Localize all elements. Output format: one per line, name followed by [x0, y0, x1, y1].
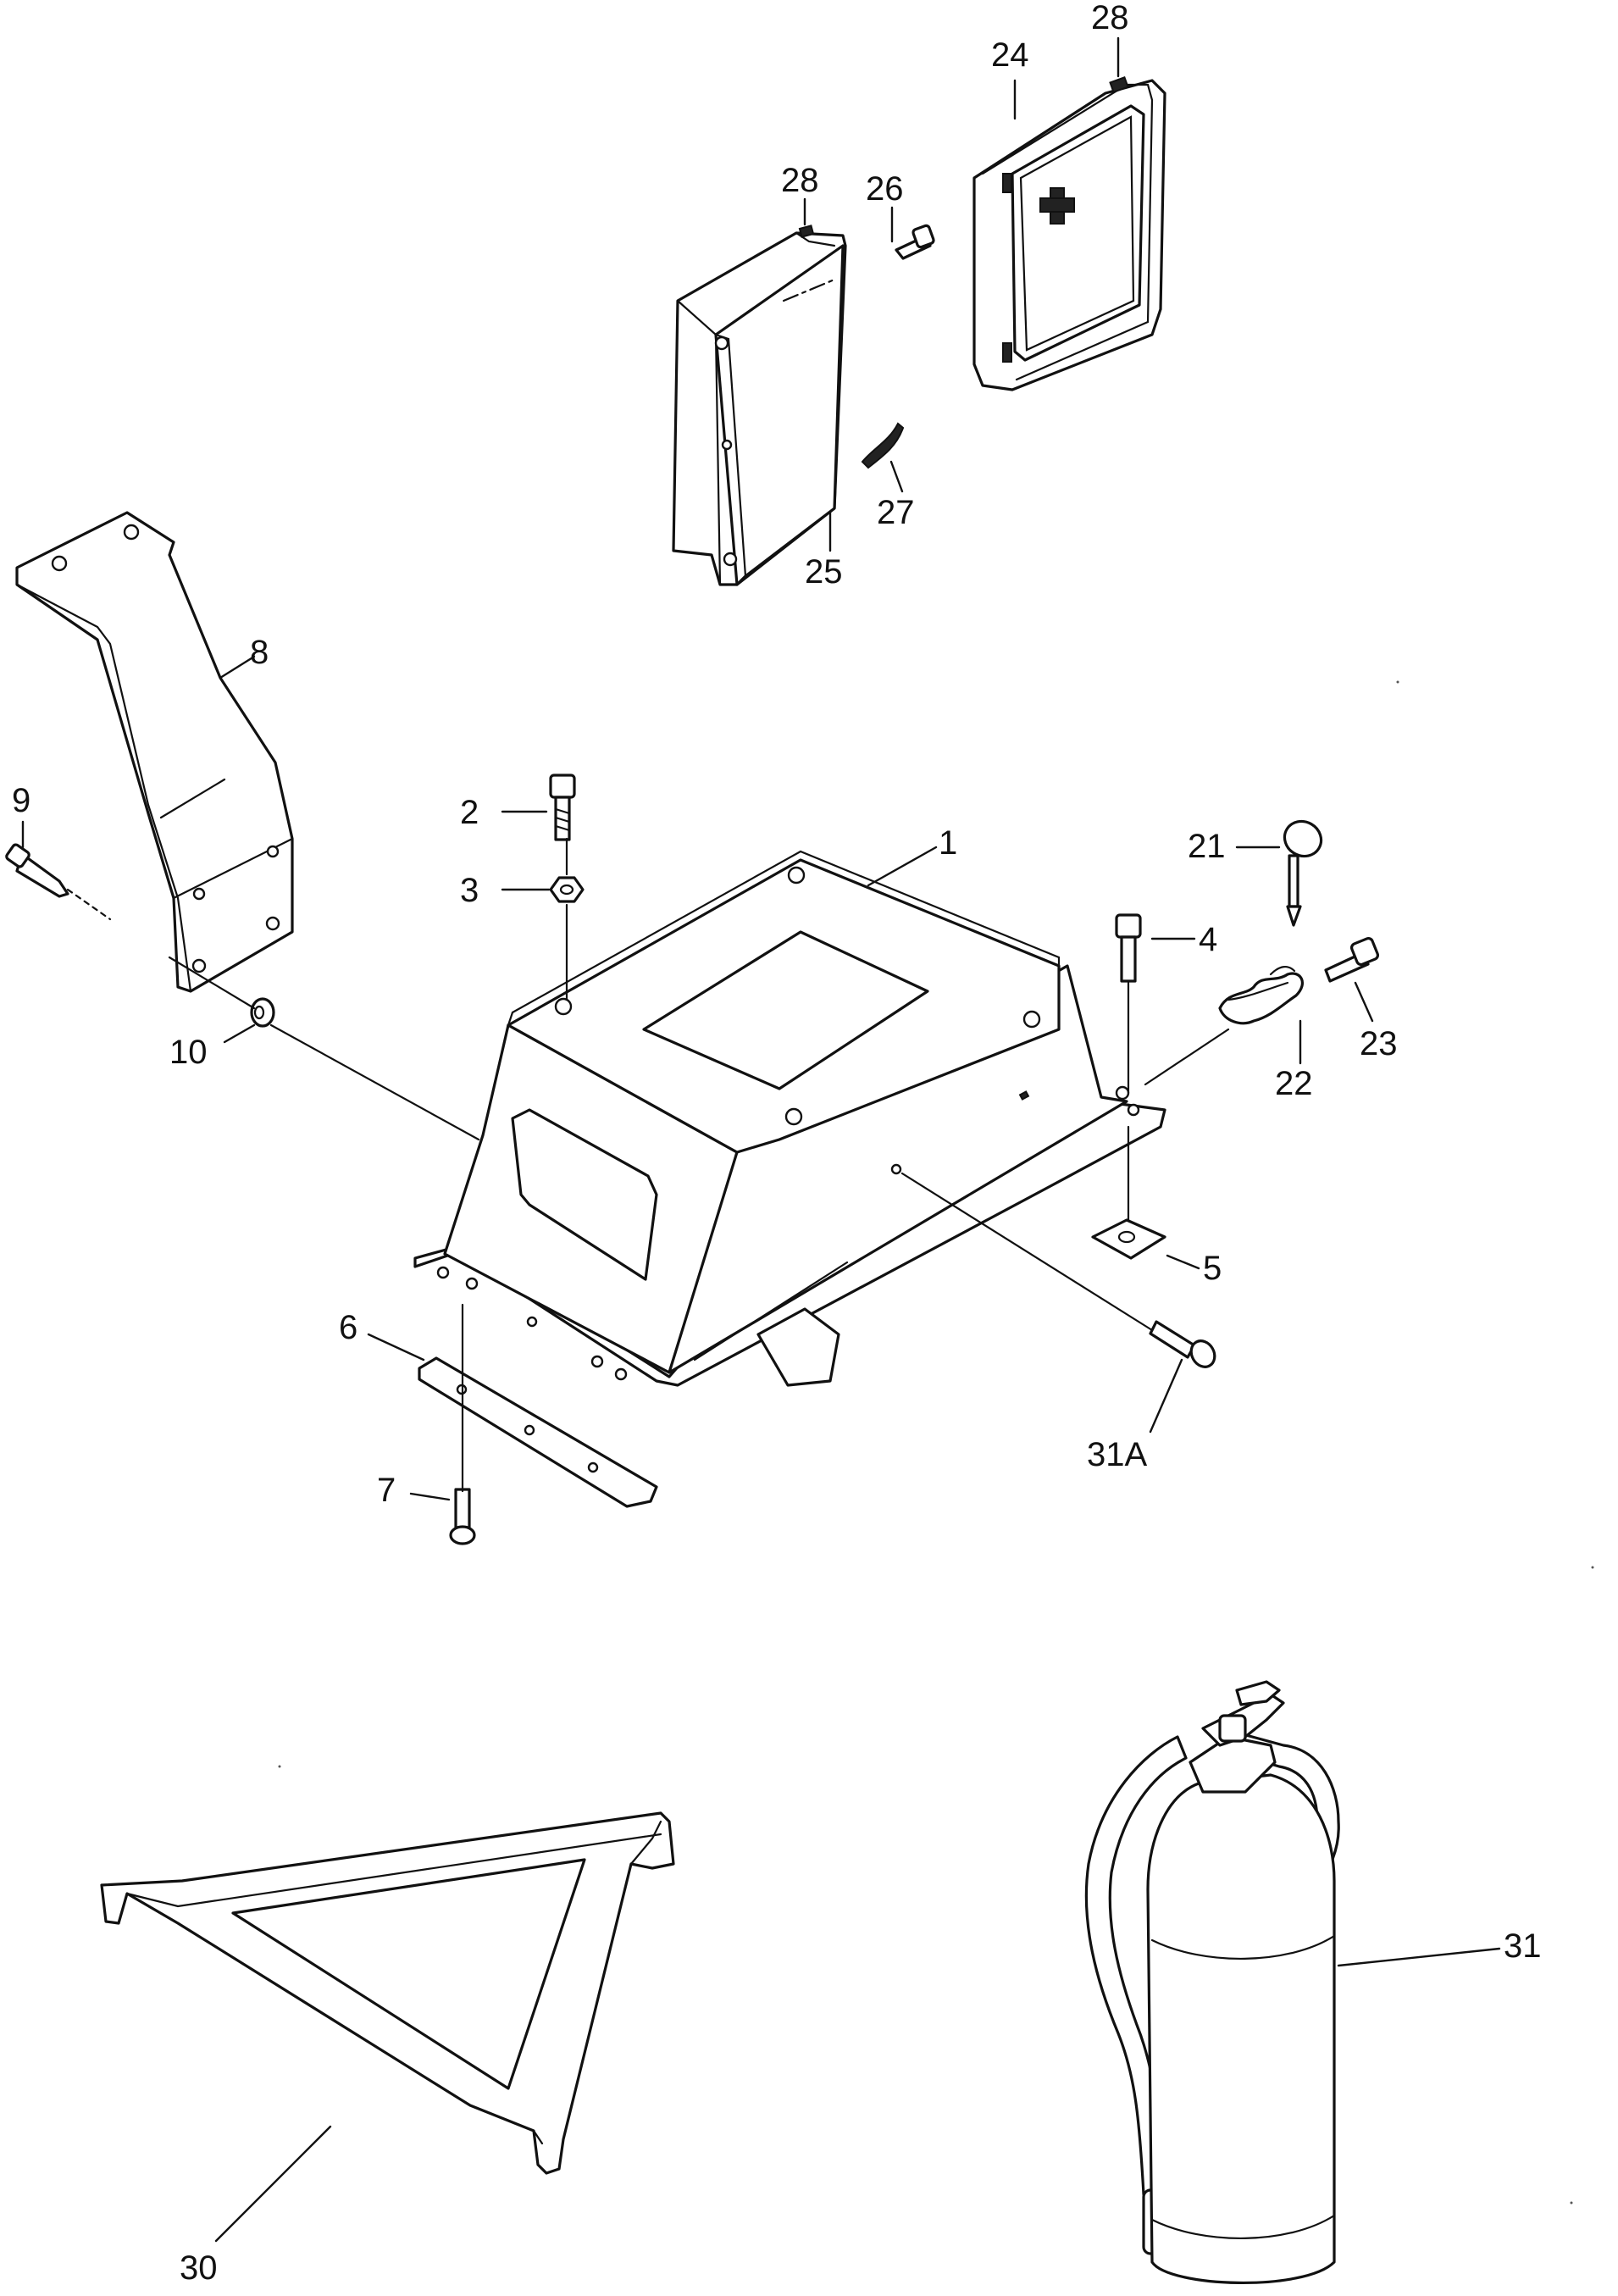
- callout-30: 30: [180, 2249, 218, 2287]
- bolt-icon: [5, 843, 69, 898]
- callout-7: 7: [377, 1472, 396, 1509]
- callout-21: 21: [1188, 828, 1226, 865]
- bracket-icon: [15, 511, 294, 993]
- callout-25: 25: [805, 553, 843, 591]
- bolt-icon: [549, 774, 576, 841]
- nut-icon: [549, 876, 585, 903]
- nut-icon: [250, 997, 275, 1028]
- callout-31A: 31A: [1087, 1436, 1147, 1473]
- plate-icon: [1091, 1218, 1166, 1260]
- clamp-icon: [1218, 966, 1304, 1025]
- callout-28a: 28: [781, 162, 819, 199]
- callout-8: 8: [250, 634, 269, 671]
- callout-31: 31: [1504, 1927, 1542, 1965]
- callout-10: 10: [169, 1034, 208, 1071]
- callout-5: 5: [1203, 1250, 1222, 1287]
- ring-pin-icon: [1283, 819, 1323, 927]
- holder-bracket-icon: [672, 225, 847, 586]
- callout-4: 4: [1199, 921, 1217, 958]
- callout-2: 2: [460, 794, 479, 831]
- bolt-icon: [449, 1488, 476, 1545]
- callout-22: 22: [1275, 1065, 1313, 1102]
- scan-specks: [278, 680, 1594, 2204]
- mounting-box-icon: [413, 850, 1166, 1387]
- clip-icon: [861, 422, 905, 469]
- bolt-icon: [895, 224, 935, 260]
- warning-triangle-icon: [100, 1811, 675, 2175]
- leader-lines: [21, 36, 1501, 2243]
- callout-28b: 28: [1091, 0, 1129, 36]
- bolt-icon: [1115, 913, 1142, 983]
- callout-24: 24: [991, 36, 1029, 74]
- callout-27: 27: [877, 494, 915, 531]
- bolt-icon: [1149, 1320, 1216, 1368]
- fire-extinguisher-icon: [1084, 1680, 1340, 2284]
- label-icon: [1109, 76, 1129, 93]
- bolt-icon: [1324, 936, 1380, 983]
- callout-26: 26: [866, 170, 904, 208]
- callout-23: 23: [1360, 1025, 1398, 1062]
- callout-labels: 1 2 3 4 5 6 7 8 9 10 21 22 23 24 25 26 2…: [12, 0, 1542, 2287]
- callout-3: 3: [460, 872, 479, 909]
- first-aid-kit-icon: [972, 79, 1166, 391]
- first-aid-cross-icon: [1039, 187, 1075, 225]
- callout-9: 9: [12, 782, 30, 819]
- callout-6: 6: [339, 1309, 357, 1346]
- strip-plate-icon: [418, 1356, 658, 1508]
- callout-1: 1: [939, 824, 957, 862]
